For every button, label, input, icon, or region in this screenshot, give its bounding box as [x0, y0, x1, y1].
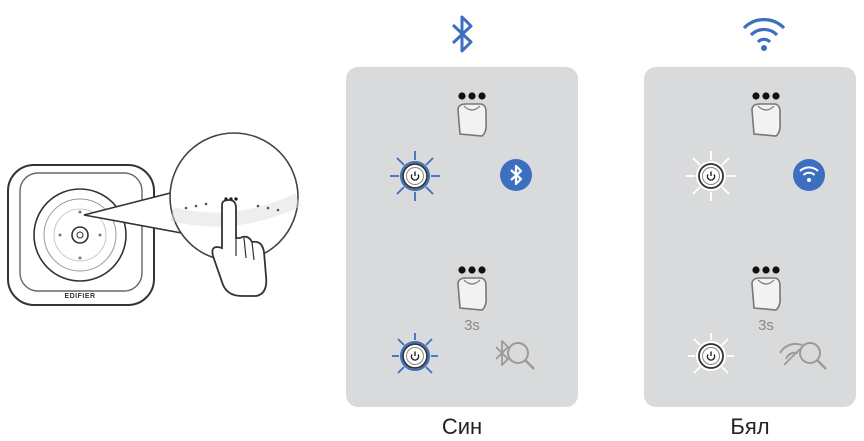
brand-label: EDIFIER: [64, 293, 95, 300]
press-finger-3s-1: [457, 265, 487, 311]
press-duration-label: 3s: [464, 317, 480, 334]
power-led-blinking-white: [686, 151, 736, 201]
caption-blue-label: Син: [441, 414, 483, 439]
speaker-device: EDIFIER: [7, 164, 155, 306]
zoom-lens: [169, 132, 301, 297]
power-led-blinking-blue: [390, 151, 440, 201]
bluetooth-panel: [346, 67, 578, 407]
press-finger-1: [457, 91, 487, 137]
wifi-search-icon: [779, 342, 827, 370]
power-led-blinking-white: [688, 333, 734, 374]
wifi-badge-icon: [793, 159, 825, 191]
power-led-blinking-blue: [392, 333, 438, 374]
press-finger-2: [751, 91, 781, 137]
bluetooth-badge-icon: [500, 159, 532, 191]
press-duration-label: 3s: [758, 317, 774, 334]
pressing-hand: [211, 199, 268, 297]
wifi-panel: [644, 67, 856, 407]
wifi-icon: [742, 18, 786, 51]
bluetooth-icon: [451, 15, 473, 53]
caption-white-label: Бял: [730, 414, 770, 439]
bluetooth-search-icon: [495, 340, 535, 370]
press-finger-3s-2: [751, 265, 781, 311]
